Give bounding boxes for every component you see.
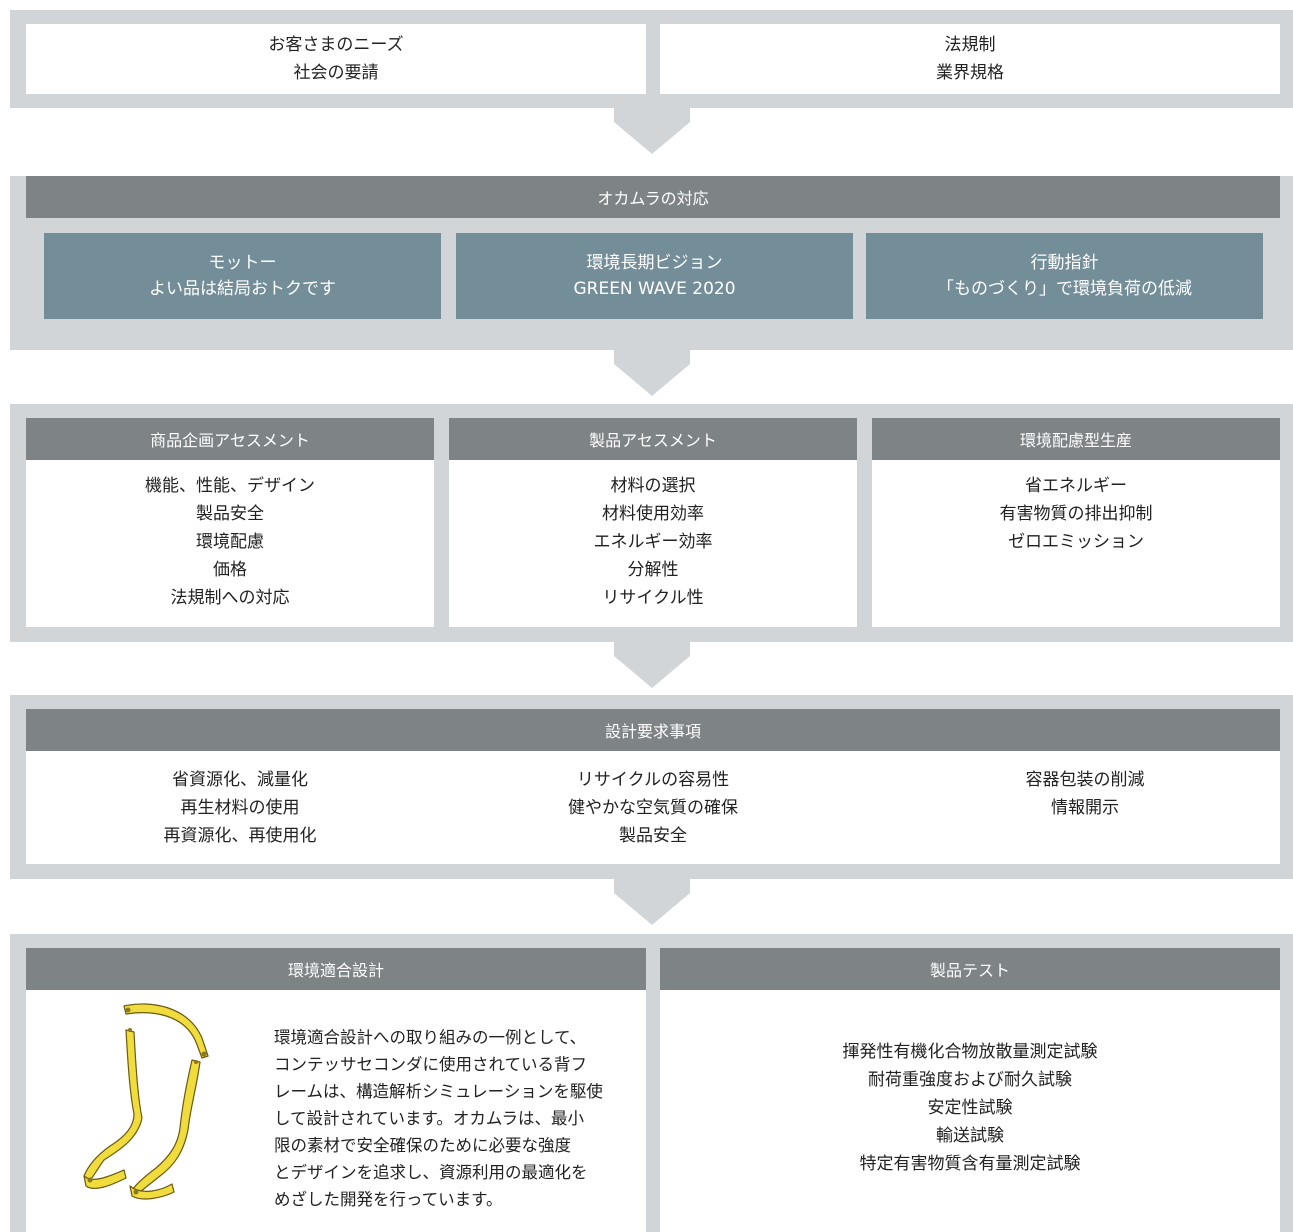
flow-arrow-stem — [614, 642, 690, 656]
list-item: 情報開示 — [1051, 798, 1119, 818]
okamura-header: オカムラの対応 — [26, 176, 1280, 218]
eco-production-box: 環境配慮型生産 省エネルギー 有害物質の排出抑制 ゼロエミッション — [872, 418, 1280, 627]
guideline-text: 「ものづくり」で環境負荷の低減 — [937, 279, 1192, 299]
motto-label: モットー — [208, 253, 277, 273]
paragraph-line: して設計されています。オカムラは、最小 — [274, 1109, 585, 1128]
paragraph-line: めざした開発を行っています。 — [274, 1190, 503, 1209]
product-test-box: 製品テスト — [660, 948, 1280, 1232]
product-assessment-list: 材料の選択 材料使用効率 エネルギー効率 分解性 リサイクル性 — [594, 472, 713, 612]
list-item: エネルギー効率 — [593, 532, 713, 552]
eco-production-header: 環境配慮型生産 — [872, 418, 1280, 460]
paragraph-line: レームは、構造解析シミュレーションを駆使 — [274, 1082, 603, 1101]
list-item: 製品安全 — [196, 504, 264, 524]
industry-standards-text: 業界規格 — [936, 63, 1004, 83]
list-item: 容器包装の削減 — [1025, 770, 1145, 790]
eco-design-description: 環境適合設計への取り組みの一例として、 コンテッサセコンダに使用されている背フ … — [274, 1024, 603, 1213]
vision-text: GREEN WAVE 2020 — [573, 279, 736, 299]
list-item: 再資源化、再使用化 — [163, 826, 317, 846]
planning-assessment-list: 機能、性能、デザイン 製品安全 環境配慮 価格 法規制への対応 — [145, 472, 315, 612]
chair-back-frame-illustration — [83, 1003, 209, 1200]
requirements-column-1: 省資源化、減量化 再生材料の使用 再資源化、再使用化 — [136, 766, 344, 850]
guideline-label: 行動指針 — [1030, 253, 1099, 273]
product-test-header: 製品テスト — [660, 948, 1280, 990]
list-item: 安定性試験 — [927, 1098, 1013, 1118]
list-item: 輸送試験 — [936, 1126, 1004, 1146]
requirements-column-3: 容器包装の削減 情報開示 — [1000, 766, 1170, 822]
requirements-box: 設計要求事項 — [26, 709, 1280, 864]
list-item: リサイクル性 — [602, 588, 704, 608]
paragraph-line: 限の素材で安全確保のために必要な強度 — [274, 1136, 571, 1155]
flow-arrow-stem — [614, 350, 690, 364]
customer-needs-text: お客さまのニーズ — [268, 35, 404, 55]
list-item: 材料使用効率 — [602, 504, 704, 524]
list-item: 材料の選択 — [610, 476, 696, 496]
list-item: 製品安全 — [619, 826, 687, 846]
list-item: ゼロエミッション — [1008, 532, 1144, 552]
list-item: 耐荷重強度および耐久試験 — [868, 1070, 1072, 1090]
product-test-list: 揮発性有機化合物放散量測定試験 耐荷重強度および耐久試験 安定性試験 輸送試験 … — [800, 1038, 1140, 1178]
flow-arrow-down-icon — [614, 893, 690, 925]
eco-design-box: 環境適合設計 — [26, 948, 646, 1232]
list-item: 特定有害物質含有量測定試験 — [859, 1154, 1081, 1174]
product-assessment-box: 製品アセスメント 材料の選択 材料使用効率 エネルギー効率 分解性 リサイクル性 — [449, 418, 857, 627]
list-item: 揮発性有機化合物放散量測定試験 — [842, 1042, 1098, 1062]
requirements-header: 設計要求事項 — [26, 709, 1280, 751]
list-item: 再生材料の使用 — [180, 798, 300, 818]
motto-box: モットー よい品は結局おトクです — [44, 233, 441, 319]
list-item: 法規制への対応 — [170, 588, 290, 608]
flow-arrow-stem — [614, 879, 690, 893]
flow-arrow-down-icon — [614, 656, 690, 688]
flow-arrow-down-icon — [614, 364, 690, 396]
social-demand-text: 社会の要請 — [293, 63, 379, 83]
list-item: 有害物質の排出抑制 — [999, 504, 1153, 524]
list-item: 機能、性能、デザイン — [145, 476, 315, 496]
paragraph-line: コンテッサセコンダに使用されている背フ — [274, 1055, 588, 1074]
flow-arrow-down-icon — [614, 122, 690, 154]
flow-arrow-stem — [614, 108, 690, 122]
paragraph-line: 環境適合設計への取り組みの一例として、 — [274, 1028, 587, 1047]
requirements-column-2: リサイクルの容易性 健やかな空気質の確保 製品安全 — [543, 766, 763, 850]
list-item: 価格 — [213, 560, 247, 580]
product-assessment-header: 製品アセスメント — [449, 418, 857, 460]
list-item: 省資源化、減量化 — [172, 770, 308, 790]
list-item: 健やかな空気質の確保 — [568, 798, 738, 818]
planning-assessment-box: 商品企画アセスメント 機能、性能、デザイン 製品安全 環境配慮 価格 法規制への… — [26, 418, 434, 627]
paragraph-line: とデザインを追求し、資源利用の最適化を — [274, 1163, 588, 1182]
motto-text: よい品は結局おトクです — [149, 279, 336, 299]
vision-label: 環境長期ビジョン — [586, 253, 723, 273]
list-item: 分解性 — [627, 560, 679, 580]
eco-design-header: 環境適合設計 — [26, 948, 646, 990]
vision-box: 環境長期ビジョン GREEN WAVE 2020 — [456, 233, 853, 319]
regulations-box: 法規制 業界規格 — [660, 24, 1280, 94]
guideline-box: 行動指針 「ものづくり」で環境負荷の低減 — [866, 233, 1263, 319]
list-item: リサイクルの容易性 — [576, 770, 730, 790]
planning-assessment-header: 商品企画アセスメント — [26, 418, 434, 460]
list-item: 環境配慮 — [196, 532, 264, 552]
eco-production-list: 省エネルギー 有害物質の排出抑制 ゼロエミッション — [1000, 472, 1153, 556]
regulations-text: 法規制 — [944, 35, 996, 55]
customer-needs-box: お客さまのニーズ 社会の要請 — [26, 24, 646, 94]
list-item: 省エネルギー — [1025, 476, 1127, 496]
